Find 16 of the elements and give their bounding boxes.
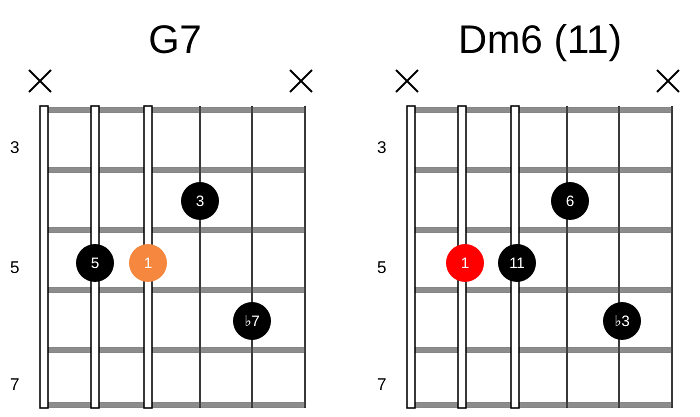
finger-dot: ♭3 bbox=[603, 302, 641, 340]
finger-dot: ♭7 bbox=[233, 302, 271, 340]
chord-name: Dm6 (11) bbox=[458, 18, 622, 63]
finger-dot: 6 bbox=[551, 182, 589, 220]
fret-number: 7 bbox=[10, 375, 20, 395]
finger-dot: 1 bbox=[129, 244, 167, 282]
finger-dot: 5 bbox=[76, 244, 114, 282]
finger-dot: 1 bbox=[446, 244, 484, 282]
fret-number: 7 bbox=[377, 375, 386, 395]
fret-number: 3 bbox=[377, 138, 386, 158]
finger-dot: 3 bbox=[181, 182, 219, 220]
finger-dot: 11 bbox=[498, 244, 536, 282]
fret-number: 5 bbox=[377, 258, 386, 278]
fret-number: 5 bbox=[10, 258, 20, 278]
chord-name: G7 bbox=[148, 18, 202, 63]
fret-number: 3 bbox=[10, 138, 20, 158]
